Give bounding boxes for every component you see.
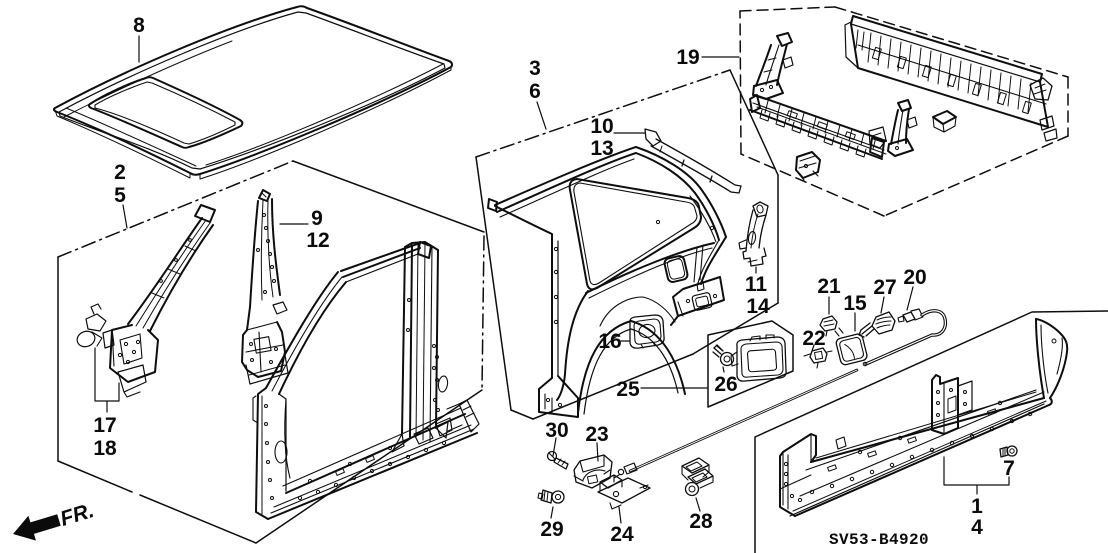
svg-text:9: 9	[311, 207, 323, 230]
svg-text:30: 30	[545, 419, 568, 442]
svg-text:12: 12	[306, 229, 329, 252]
svg-text:17: 17	[93, 414, 116, 437]
svg-text:3: 3	[529, 57, 541, 80]
svg-text:4: 4	[971, 516, 983, 539]
svg-text:23: 23	[585, 423, 608, 446]
svg-text:7: 7	[1003, 457, 1015, 480]
svg-text:SV53-B4920: SV53-B4920	[829, 531, 929, 549]
svg-text:FR.: FR.	[58, 499, 97, 531]
svg-text:26: 26	[714, 373, 737, 396]
svg-text:2: 2	[114, 161, 126, 184]
svg-text:1: 1	[971, 495, 983, 518]
svg-text:19: 19	[676, 46, 699, 69]
svg-text:21: 21	[817, 275, 841, 298]
svg-text:18: 18	[93, 437, 117, 460]
svg-text:29: 29	[540, 518, 563, 541]
svg-text:5: 5	[114, 184, 126, 207]
svg-text:28: 28	[689, 510, 713, 533]
svg-text:11: 11	[745, 273, 768, 296]
svg-text:6: 6	[529, 80, 541, 103]
svg-text:15: 15	[843, 292, 867, 315]
svg-text:20: 20	[903, 266, 926, 289]
svg-text:8: 8	[133, 14, 145, 37]
svg-text:25: 25	[616, 378, 640, 401]
svg-text:22: 22	[802, 327, 825, 350]
svg-text:13: 13	[590, 137, 613, 160]
svg-text:14: 14	[746, 295, 770, 318]
svg-text:24: 24	[610, 523, 634, 546]
svg-text:10: 10	[590, 115, 613, 138]
svg-text:27: 27	[873, 276, 896, 299]
